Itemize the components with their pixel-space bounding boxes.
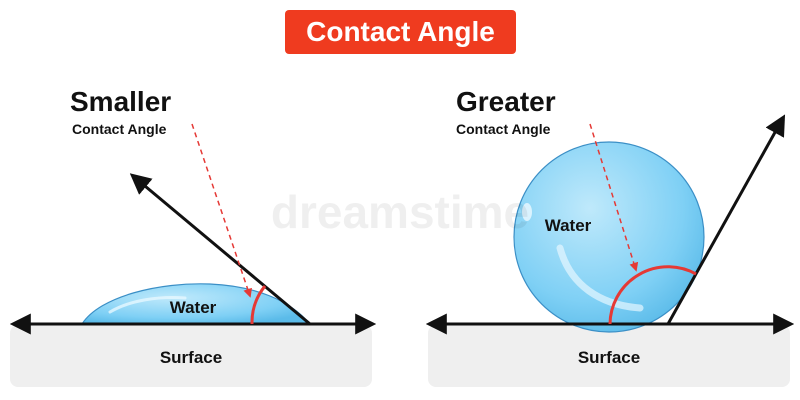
right-subheading: Contact Angle: [456, 121, 551, 137]
right-pointer-line: [589, 123, 639, 272]
right-droplet-highlight: [556, 244, 644, 312]
left-heading: Smaller: [70, 86, 171, 117]
right-tangent-arrow: [666, 114, 786, 325]
left-surface-label: Surface: [160, 348, 222, 367]
right-water-label: Water: [545, 216, 592, 235]
left-contact-angle-arc: [250, 285, 267, 325]
right-contact-angle-arc: [608, 265, 697, 325]
right-surface-label: Surface: [578, 348, 640, 367]
left-water-label: Water: [170, 298, 217, 317]
left-surface: [10, 325, 372, 387]
right-panel: Surface Water Greater Contact Angle: [425, 86, 795, 387]
right-surface: [428, 325, 790, 387]
right-droplet-glint: [522, 203, 532, 221]
right-heading: Greater: [456, 86, 556, 117]
page-title: Contact Angle: [285, 10, 516, 54]
watermark: dreamstime: [271, 186, 529, 238]
left-subheading: Contact Angle: [72, 121, 167, 137]
left-tangent-arrow: [129, 173, 311, 326]
left-pointer-line: [191, 123, 252, 298]
left-panel: Surface Water Smaller Contact Angle: [9, 86, 377, 387]
left-droplet-highlight: [108, 296, 187, 314]
